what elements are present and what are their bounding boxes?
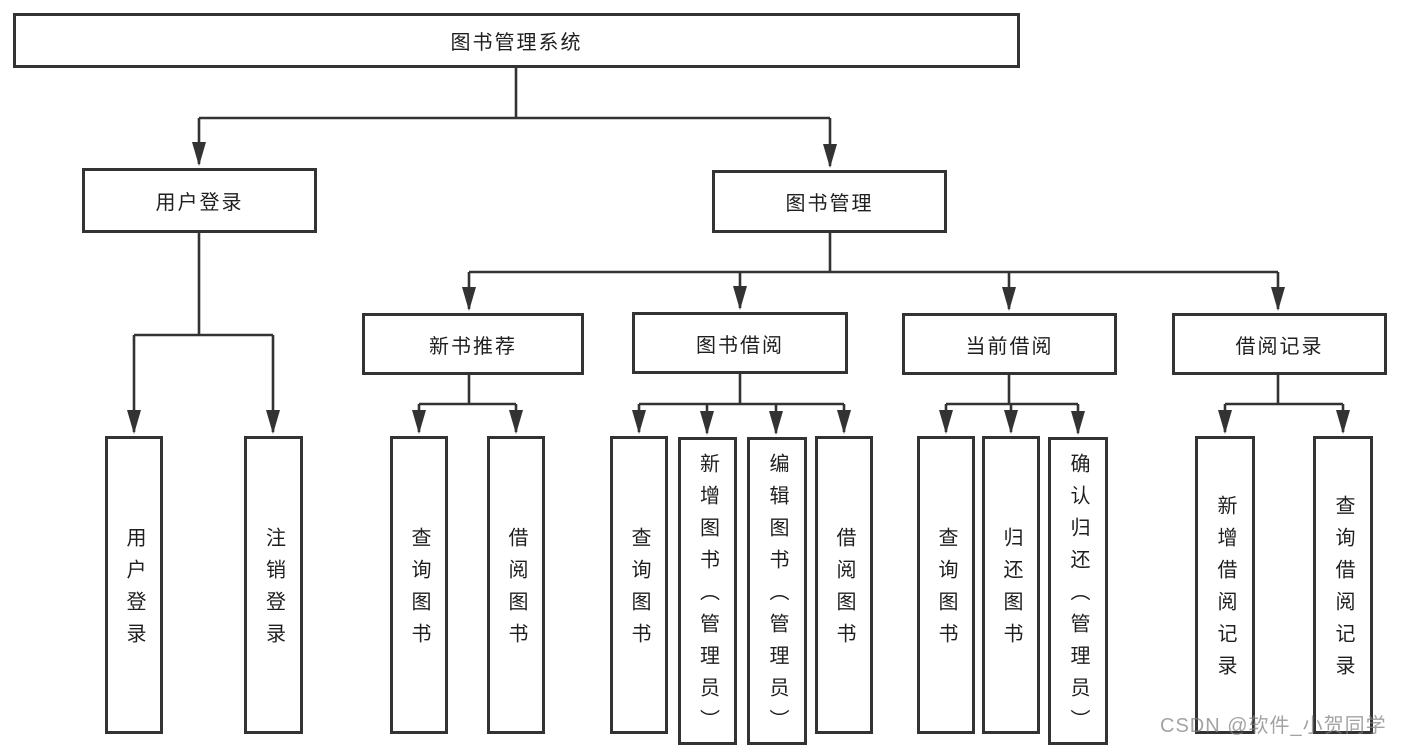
node-borrowing-records: 借阅记录 (1172, 313, 1387, 375)
leaf-nbr-borrow-books-label: 借阅图书 (505, 527, 527, 655)
leaf-br-add-record: 新增借阅记录 (1195, 436, 1255, 734)
leaf-bb-borrow-books-label: 借阅图书 (833, 527, 855, 655)
leaf-bb-edit-books-admin: 编辑图书（管理员） (747, 437, 807, 745)
node-new-book-recommendation: 新书推荐 (362, 313, 584, 375)
leaf-cb-confirm-return-admin: 确认归还（管理员） (1048, 437, 1108, 745)
leaf-logout: 注销登录 (244, 436, 303, 734)
node-current-borrowing: 当前借阅 (902, 313, 1117, 375)
leaf-bb-query-books-label: 查询图书 (628, 527, 650, 655)
leaf-bb-query-books: 查询图书 (610, 436, 668, 734)
leaf-br-add-record-label: 新增借阅记录 (1214, 495, 1236, 687)
node-book-management: 图书管理 (712, 170, 947, 233)
leaf-cb-query-books: 查询图书 (917, 436, 975, 734)
leaf-nbr-query-books-label: 查询图书 (408, 527, 430, 655)
leaf-bb-edit-books-admin-label: 编辑图书（管理员） (766, 453, 788, 741)
watermark: CSDN @软件_小贺同学 (1160, 715, 1387, 737)
leaf-user-login: 用户登录 (105, 436, 163, 734)
leaf-nbr-borrow-books: 借阅图书 (487, 436, 545, 734)
leaf-user-login-label: 用户登录 (123, 527, 145, 655)
leaf-br-query-record: 查询借阅记录 (1313, 436, 1373, 734)
leaf-logout-label: 注销登录 (262, 527, 285, 655)
leaf-nbr-query-books: 查询图书 (390, 436, 448, 734)
leaf-bb-add-books-admin-label: 新增图书（管理员） (696, 453, 719, 741)
node-root: 图书管理系统 (13, 13, 1020, 68)
leaf-bb-borrow-books: 借阅图书 (815, 436, 873, 734)
leaf-cb-return-books: 归还图书 (982, 436, 1040, 734)
leaf-cb-confirm-return-admin-label: 确认归还（管理员） (1067, 453, 1089, 741)
leaf-cb-query-books-label: 查询图书 (935, 527, 957, 655)
leaf-cb-return-books-label: 归还图书 (1000, 527, 1022, 655)
node-book-borrowing: 图书借阅 (632, 312, 848, 374)
node-user-login: 用户登录 (82, 168, 317, 233)
leaf-br-query-record-label: 查询借阅记录 (1332, 495, 1354, 687)
leaf-bb-add-books-admin: 新增图书（管理员） (678, 437, 737, 745)
